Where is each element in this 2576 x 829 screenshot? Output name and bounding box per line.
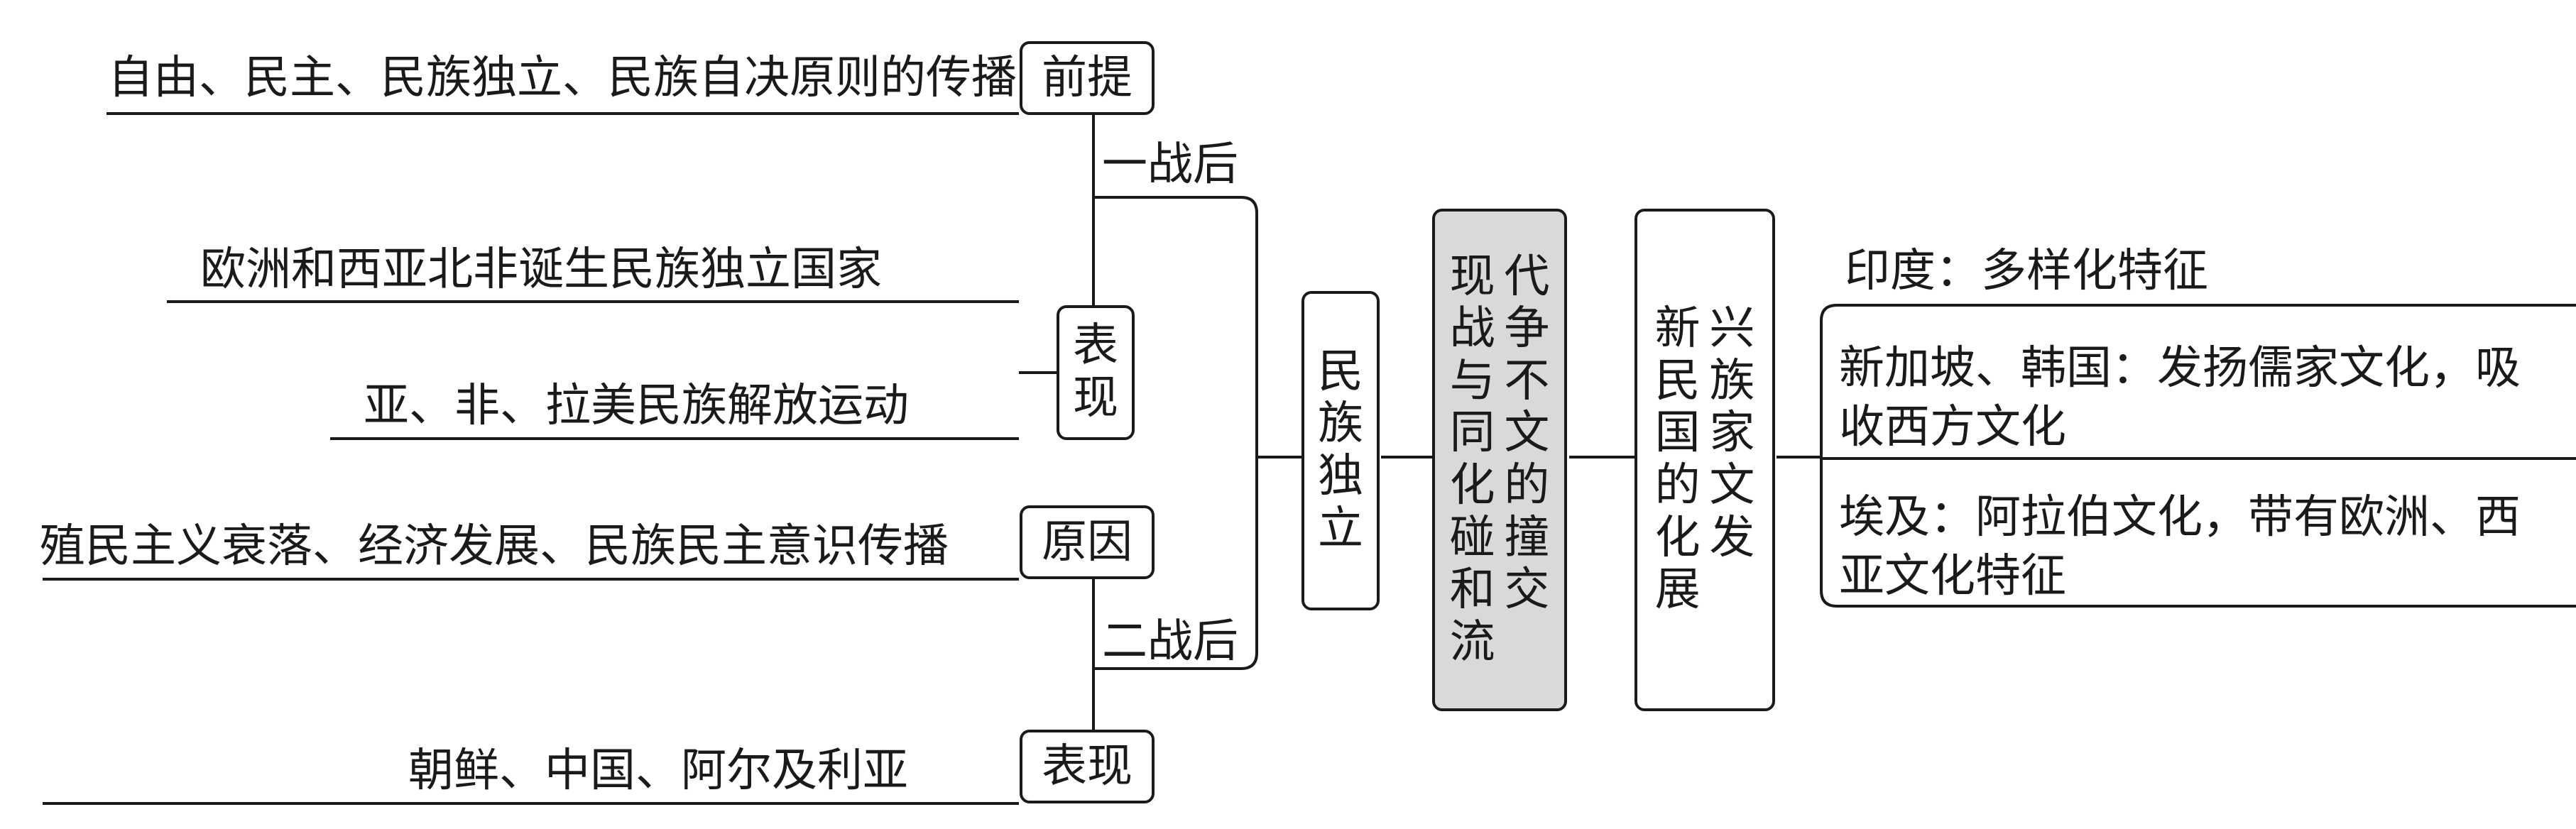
tag-premise[interactable]: 前提 xyxy=(1020,41,1155,115)
center-char: 战 xyxy=(1449,302,1495,356)
branch-right-char: 新 xyxy=(1654,302,1701,356)
branch-right-label: 新 兴 民 族 国 家 的 文 化 发 展 xyxy=(1655,303,1755,617)
center-char: 流 xyxy=(1449,615,1495,669)
center-char: 现 xyxy=(1449,250,1495,303)
branch-right-char: 兴 xyxy=(1709,302,1755,356)
center-node[interactable]: 现 代 战 争 与 不 同 文 化 的 碰 撞 和 交 流 xyxy=(1432,209,1567,711)
branch-right-char: 国 xyxy=(1654,407,1701,460)
tag-manifestation-ww2-label: 表现 xyxy=(1042,740,1133,793)
branch-right-char: 家 xyxy=(1709,407,1755,460)
ww2-label: 二战后 xyxy=(1102,615,1238,668)
premise-text: 自由、民主、民族独立、民族自决原则的传播 xyxy=(108,52,1017,104)
center-char: 交 xyxy=(1504,564,1550,617)
branch-right-char: 的 xyxy=(1654,459,1701,512)
branch-right-char: 族 xyxy=(1709,354,1755,407)
center-char: 的 xyxy=(1504,459,1550,512)
center-char: 撞 xyxy=(1504,511,1550,564)
tag-premise-label: 前提 xyxy=(1042,51,1133,104)
connector-right-bracket xyxy=(1820,304,2576,608)
branch-right-char: 展 xyxy=(1654,564,1701,617)
connector-left-trunk xyxy=(1093,196,1301,670)
branch-right-char: 民 xyxy=(1654,354,1701,407)
center-char: 争 xyxy=(1504,302,1550,356)
branch-left-char: 族 xyxy=(1318,397,1363,451)
center-node-label: 现 代 战 争 与 不 同 文 化 的 碰 撞 和 交 流 xyxy=(1450,251,1550,669)
manifestation-ww1-item: 亚、非、拉美民族解放运动 xyxy=(364,380,909,432)
tag-cause[interactable]: 原因 xyxy=(1020,505,1155,579)
branch-left-char: 民 xyxy=(1318,345,1363,398)
center-char: 不 xyxy=(1504,354,1550,407)
right-item-singapore-korea: 新加坡、韩国：发扬儒家文化，吸收西方文化 xyxy=(1839,342,2521,454)
ww1-label: 一战后 xyxy=(1102,138,1238,191)
center-char: 化 xyxy=(1449,459,1495,512)
tag-manifestation-ww1[interactable]: 表 现 xyxy=(1057,305,1135,440)
center-char: 和 xyxy=(1449,564,1495,617)
branch-left-char: 立 xyxy=(1318,502,1363,555)
branch-new-nations-culture[interactable]: 新 兴 民 族 国 家 的 文 化 发 展 xyxy=(1634,209,1775,711)
center-char: 同 xyxy=(1449,407,1495,460)
tag-cause-label: 原因 xyxy=(1042,515,1133,569)
tag-manifestation-char: 现 xyxy=(1073,372,1118,424)
branch-left-char: 独 xyxy=(1318,450,1363,503)
branch-national-independence[interactable]: 民 族 独 立 xyxy=(1301,291,1380,610)
manifestation-ww1-item: 欧洲和西亚北非诞生民族独立国家 xyxy=(200,243,882,296)
tag-manifestation-ww2[interactable]: 表现 xyxy=(1020,730,1155,803)
right-item-egypt: 埃及：阿拉伯文化，带有欧洲、西亚文化特征 xyxy=(1839,491,2521,603)
branch-right-char: 化 xyxy=(1654,511,1701,564)
center-char: 文 xyxy=(1504,407,1550,460)
branch-right-char: 发 xyxy=(1709,511,1755,564)
cause-text: 殖民主义衰落、经济发展、民族民主意识传播 xyxy=(40,520,949,573)
branch-right-char: 文 xyxy=(1709,459,1755,512)
center-char: 与 xyxy=(1449,354,1495,407)
manifestation-ww2-text: 朝鲜、中国、阿尔及利亚 xyxy=(408,745,908,797)
center-char: 代 xyxy=(1504,250,1550,303)
tag-manifestation-char: 表 xyxy=(1073,319,1118,373)
right-item-india: 印度：多样化特征 xyxy=(1845,245,2208,297)
center-char: 碰 xyxy=(1449,511,1495,564)
